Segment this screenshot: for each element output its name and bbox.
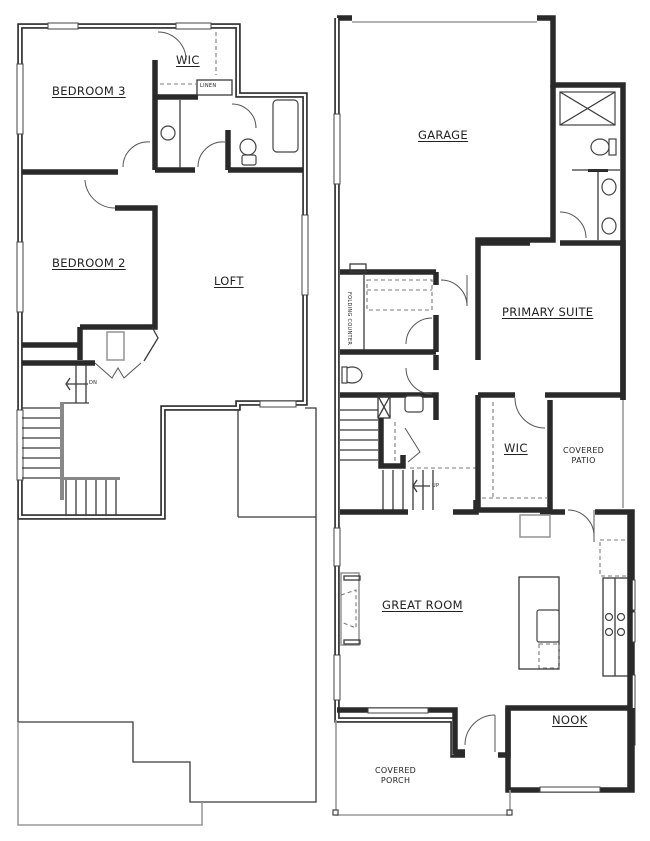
room-label-garage: GARAGE bbox=[418, 128, 468, 142]
room-label-bedroom-2: BEDROOM 2 bbox=[52, 256, 126, 270]
room-label-wic-upper: WIC bbox=[176, 53, 200, 67]
upper-floor bbox=[16, 22, 317, 826]
room-label-great-room: GREAT ROOM bbox=[382, 598, 463, 612]
stair-label-up: UP bbox=[432, 483, 440, 489]
room-label-bedroom-3: BEDROOM 3 bbox=[52, 84, 126, 98]
stair-label-down: DN bbox=[89, 380, 98, 386]
main-floor bbox=[332, 15, 636, 816]
room-label-covered-porch: COVERED PORCH bbox=[375, 766, 417, 785]
room-label-linen: LINEN bbox=[200, 83, 217, 89]
room-label-covered-patio: COVERED PATIO bbox=[563, 446, 605, 465]
main-stairs bbox=[340, 395, 478, 515]
room-label-nook: NOOK bbox=[552, 713, 588, 727]
room-label-primary-suite: PRIMARY SUITE bbox=[502, 305, 594, 319]
label-folding-counter: FOLDING COUNTER bbox=[346, 292, 352, 346]
room-label-loft: LOFT bbox=[214, 274, 244, 288]
room-label-wic-main: WIC bbox=[504, 441, 528, 455]
upper-stairs bbox=[22, 365, 120, 515]
